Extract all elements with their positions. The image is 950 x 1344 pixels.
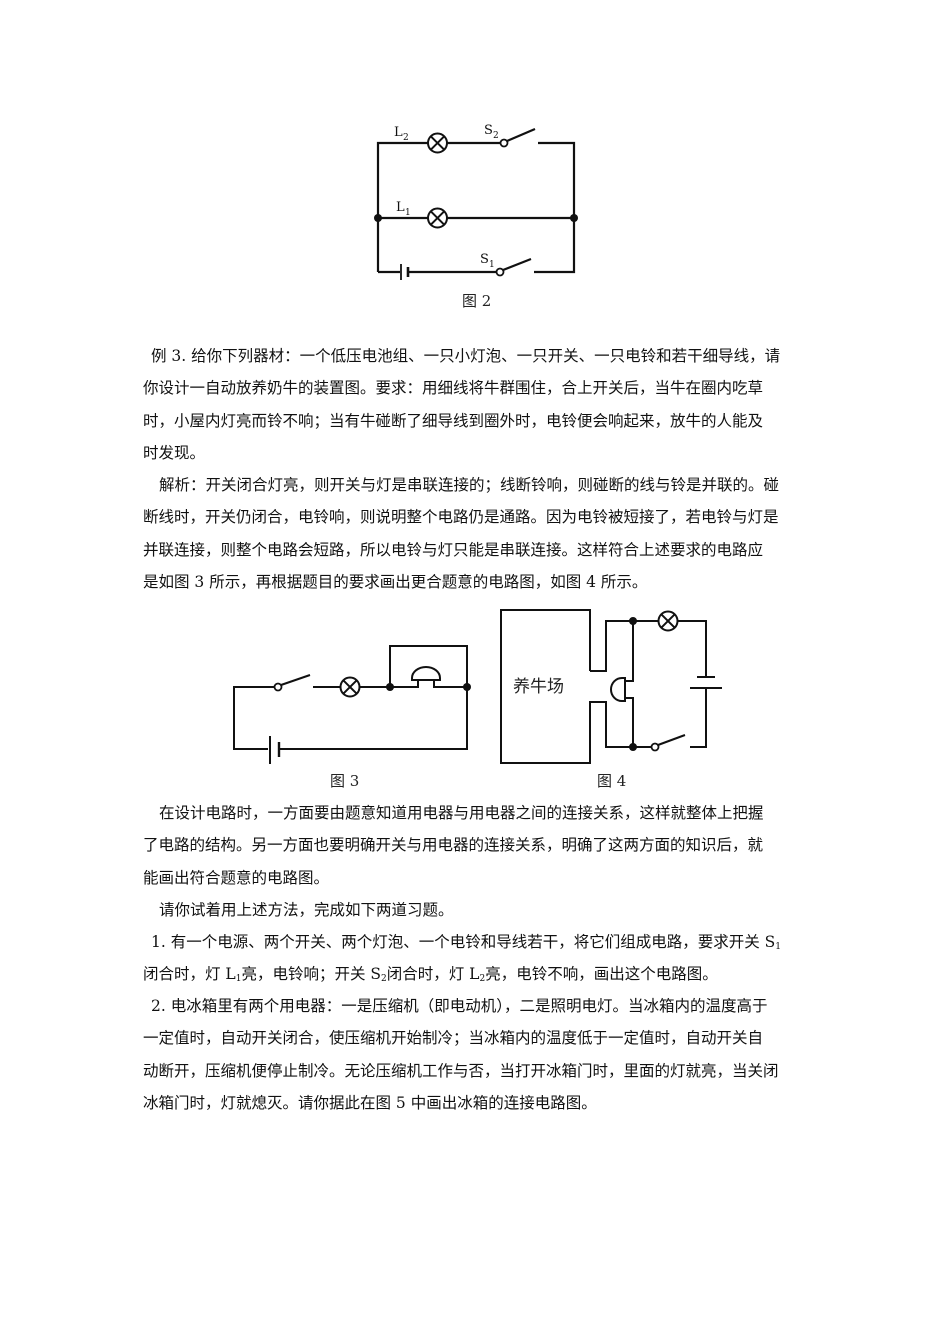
text-line: 例 3. 给你下列器材：一个低压电池组、一只小灯泡、一只开关、一只电铃和若干细导… <box>151 347 781 365</box>
svg-text:2: 2 <box>493 131 499 141</box>
exercise-2-text: 2. 电冰箱里有两个用电器：一是压缩机（即电动机），二是照明电灯。当冰箱内的温度… <box>143 990 807 1119</box>
text-line: 1. 有一个电源、两个开关、两个灯泡、一个电铃和导线若干，将它们组成电路，要求开… <box>151 933 781 952</box>
text-line: 动断开，压缩机便停止制冷。无论压缩机工作与否，当打开冰箱门时，里面的灯就亮，当关… <box>143 1061 779 1080</box>
figure-3-circuit <box>225 635 485 770</box>
figure-2-caption: 图 2 <box>462 292 492 310</box>
junction-dot <box>386 683 394 691</box>
junction-dot <box>463 683 471 691</box>
svg-text:L: L <box>394 125 403 140</box>
battery-icon <box>400 264 410 280</box>
switch-icon <box>273 682 283 692</box>
text-line: 在设计电路时，一方面要由题意知道用电器与用电器之间的连接关系，这样就整体上把握 <box>159 804 764 822</box>
svg-text:2: 2 <box>403 133 409 143</box>
example-3-text: 例 3. 给你下列器材：一个低压电池组、一只小灯泡、一只开关、一只电铃和若干细导… <box>143 340 807 469</box>
bell-icon <box>411 666 441 681</box>
lamp-icon-l2 <box>427 132 448 154</box>
junction-dot <box>374 214 382 222</box>
text-line: 冰箱门时，灯就熄灭。请你据此在图 5 中画出冰箱的连接电路图。 <box>143 1093 597 1112</box>
prompt-line: 请你试着用上述方法，完成如下两道习题。 <box>159 900 454 919</box>
text-line: 一定值时，自动开关闭合，使压缩机开始制冷；当冰箱内的温度低于一定值时，自动开关自 <box>143 1029 764 1048</box>
analysis-text: 解析：开关闭合灯亮，则开关与灯是串联连接的；线断铃响，则碰断的线与铃是并联的。碰… <box>143 469 807 598</box>
exercise-1-text: 1. 有一个电源、两个开关、两个灯泡、一个电铃和导线若干，将它们组成电路，要求开… <box>143 926 807 991</box>
junction-dot <box>629 743 637 751</box>
junction-dot <box>570 214 578 222</box>
switch-icon-s1 <box>495 267 505 277</box>
lamp-icon-l1 <box>427 207 448 229</box>
method-text: 在设计电路时，一方面要由题意知道用电器与用电器之间的连接关系，这样就整体上把握 … <box>143 797 807 926</box>
text-line: 了电路的结构。另一方面也要明确开关与用电器的连接关系，明确了这两方面的知识后，就 <box>143 836 764 855</box>
switch-icon <box>650 742 660 752</box>
pasture-label: 养牛场 <box>513 677 564 697</box>
lamp-icon <box>657 610 679 632</box>
svg-text:1: 1 <box>489 260 495 270</box>
text-line: 2. 电冰箱里有两个用电器：一是压缩机（即电动机），二是照明电灯。当冰箱内的温度… <box>151 997 768 1015</box>
figure-4-circuit: 养牛场 <box>495 605 730 770</box>
text-line: 闭合时，灯 L1亮，电铃响；开关 S2闭合时，灯 L2亮，电铃不响，画出这个电路… <box>143 965 718 985</box>
text-line: 你设计一自动放养奶牛的装置图。要求：用细线将牛群围住，合上开关后，当牛在圈内吃草 <box>143 379 764 398</box>
battery-icon <box>269 736 281 764</box>
junction-dot <box>629 617 637 625</box>
text-line: 解析：开关闭合灯亮，则开关与灯是串联连接的；线断铃响，则碰断的线与铃是并联的。碰 <box>159 476 780 494</box>
text-line: 断线时，开关仍闭合，电铃响，则说明整个电路仍是通路。因为电铃被短接了，若电铃与灯… <box>143 508 779 527</box>
battery-icon <box>690 676 722 689</box>
text-line: 时发现。 <box>143 443 206 462</box>
svg-text:S: S <box>484 123 493 138</box>
text-line: 时，小屋内灯亮而铃不响；当有牛碰断了细导线到圈外时，电铃便会响起来，放牛的人能及 <box>143 411 764 430</box>
svg-text:1: 1 <box>405 208 411 218</box>
svg-text:S: S <box>480 252 489 267</box>
text-line: 能画出符合题意的电路图。 <box>143 868 330 887</box>
figure-3-caption: 图 3 <box>330 772 360 790</box>
text-line: 并联连接，则整个电路会短路，所以电铃与灯只能是串联连接。这样符合上述要求的电路应 <box>143 540 764 559</box>
lamp-icon <box>339 676 361 698</box>
figure-4-caption: 图 4 <box>597 772 627 790</box>
bell-icon <box>610 677 626 702</box>
figure-2-circuit: L 2 S 2 L 1 S 1 <box>360 110 590 290</box>
switch-icon-s2 <box>499 138 509 148</box>
svg-text:L: L <box>396 200 405 215</box>
text-line: 是如图 3 所示，再根据题目的要求画出更合题意的电路图，如图 4 所示。 <box>143 572 648 591</box>
